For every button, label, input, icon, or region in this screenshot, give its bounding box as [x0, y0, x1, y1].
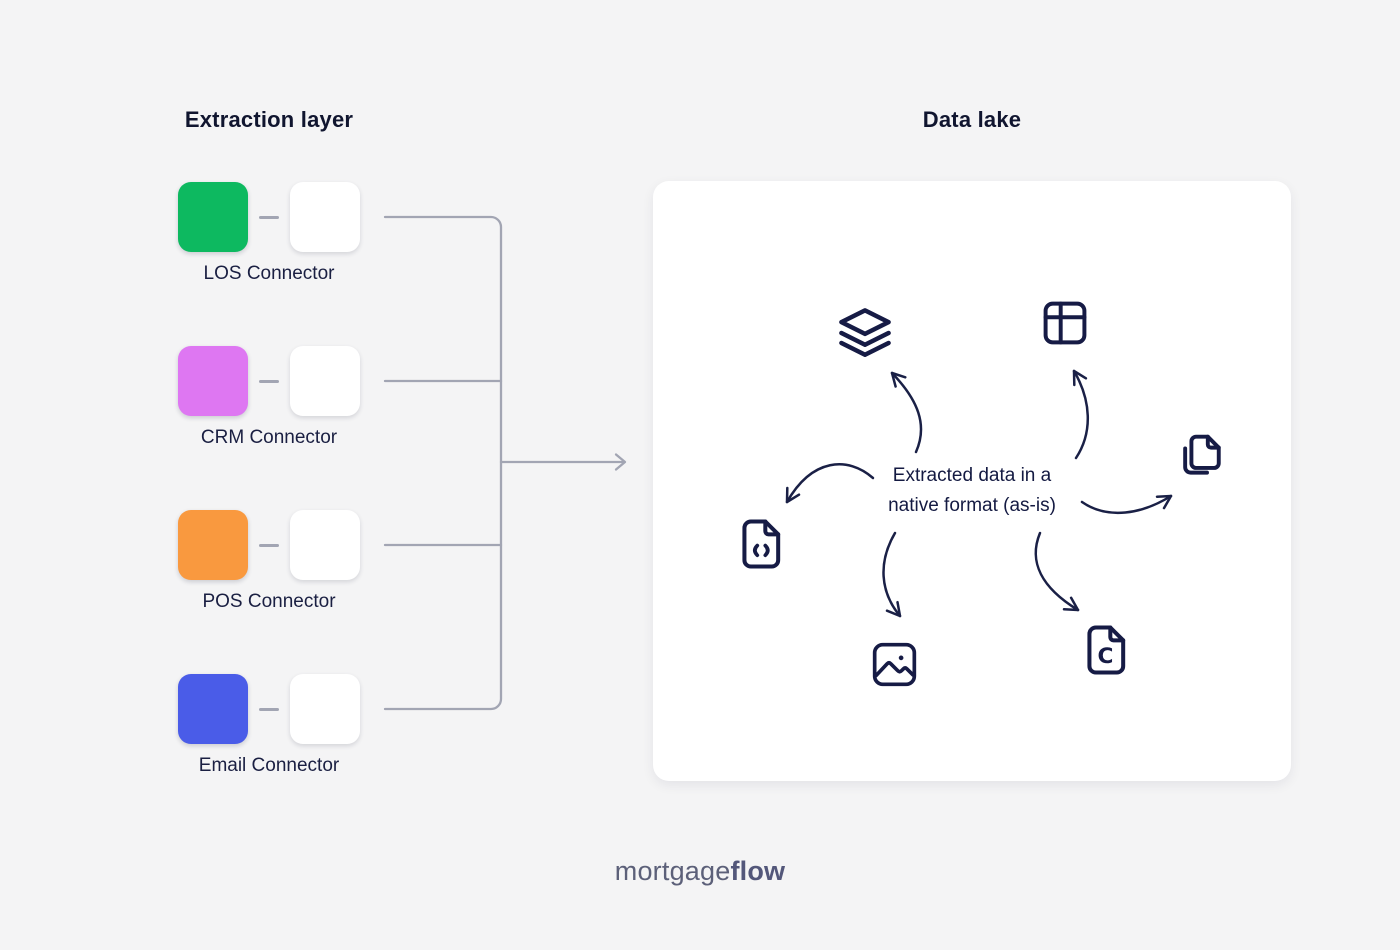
file-code-icon [738, 517, 783, 571]
los-connector-output-square [290, 182, 360, 252]
logo-bold-part: flow [730, 856, 786, 886]
data-lake-card [653, 181, 1291, 781]
file-c-icon: C [1083, 623, 1128, 677]
email-connector-output-square [290, 674, 360, 744]
pos-connector-source-square [178, 510, 248, 580]
los-connector-source-square [178, 182, 248, 252]
file-c-letter: C [1098, 644, 1114, 669]
connector-dash [259, 544, 279, 547]
email-connector-source-square [178, 674, 248, 744]
to-data-lake-arrowhead [614, 453, 627, 471]
los-connector-label: LOS Connector [203, 263, 335, 284]
pos-connector-output-square [290, 510, 360, 580]
email-connector-label: Email Connector [198, 755, 340, 776]
table-icon [1042, 300, 1088, 346]
data-lake-caption: Extracted data in a native format (as-is… [852, 461, 1092, 521]
image-icon [871, 641, 918, 688]
caption-line-2: native format (as-is) [888, 495, 1056, 516]
copy-icon [1175, 432, 1225, 482]
stack-icon [836, 306, 894, 360]
caption-line-1: Extracted data in a [892, 465, 1052, 486]
bracket-line [383, 215, 503, 711]
crm-connector-output-square [290, 346, 360, 416]
mortgageflow-logo: mortgageflow [0, 856, 1400, 887]
connector-dash [259, 708, 279, 711]
connector-dash [259, 216, 279, 219]
crm-connector-source-square [178, 346, 248, 416]
pos-connector-label: POS Connector [202, 591, 336, 612]
connector-dash [259, 380, 279, 383]
data-lake-title: Data lake [922, 107, 1022, 132]
crm-connector-label: CRM Connector [200, 427, 338, 448]
logo-regular-part: mortgage [614, 856, 731, 886]
extraction-layer-title: Extraction layer [184, 107, 354, 132]
